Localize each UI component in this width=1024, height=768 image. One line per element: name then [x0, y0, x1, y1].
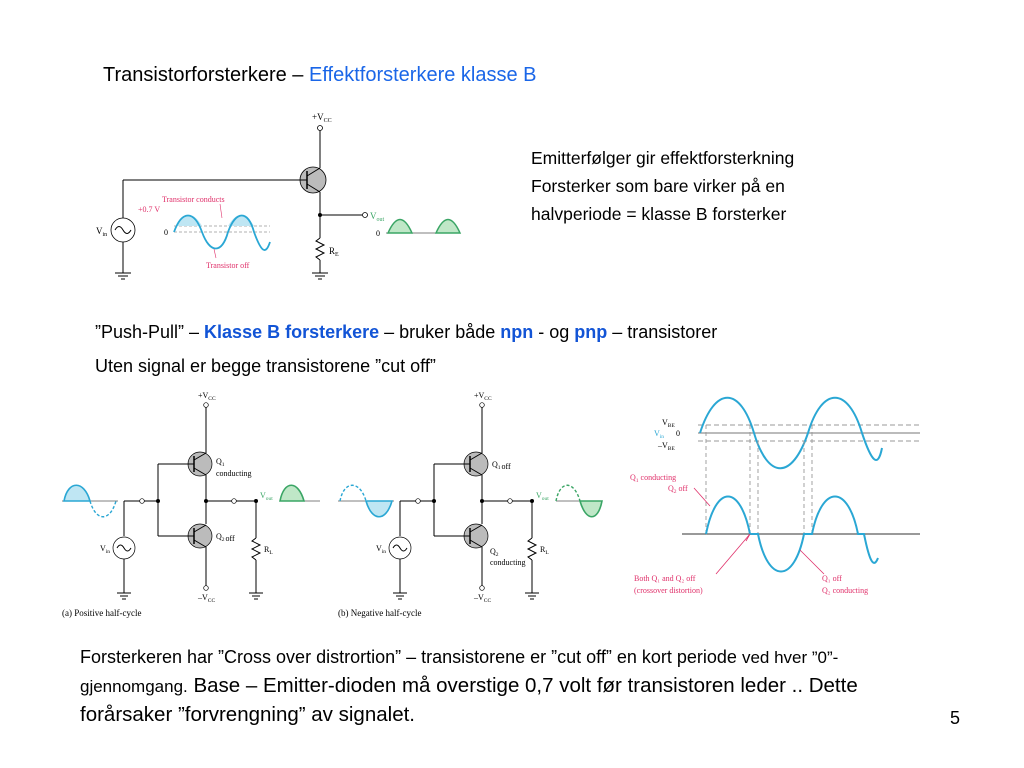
push-pull-positive-figure: +VCC Q1 conducting Q2off –VCC Vin Vout R…	[62, 391, 320, 618]
q1-label: Q1	[216, 457, 225, 468]
caption-a: (a) Positive half-cycle	[62, 608, 141, 618]
pushpull-text: - og	[533, 322, 575, 342]
title-highlight: Effektforsterkere klasse B	[309, 64, 537, 86]
resistor-rl-icon	[250, 537, 262, 561]
bottom-paragraph: Forsterkeren har ”Cross over distrortion…	[80, 643, 950, 729]
description-line: Forsterker som bare virker på en	[531, 176, 785, 196]
vout-label: Vout	[260, 491, 273, 502]
pushpull-text: – transistorer	[607, 322, 718, 342]
crossover-label: (crossover distortion)	[634, 586, 703, 595]
pushpull-line: ”Push-Pull” – Klasse B forsterkere – bru…	[95, 322, 717, 343]
bottom-text-large: Base – Emitter-dioden må overstige 0,7 v…	[80, 674, 858, 726]
description-line: Emitterfølger gir effektforsterkning	[531, 148, 795, 168]
q2-label: Q2	[490, 547, 499, 558]
rl-label: RL	[264, 545, 273, 556]
q1-label: Q1off	[492, 460, 511, 471]
pushpull-text: – bruker både	[379, 322, 501, 342]
vcc-bot-label: –VCC	[473, 593, 491, 604]
push-pull-negative-figure: +VCC Q1off Q2 conducting –VCC Vin Vout R…	[338, 391, 603, 618]
description: Emitterfølger gir effektforsterkning For…	[531, 144, 794, 228]
crossover-waveform-figure: VBE Vin 0 –VBE Q1 conducting Q2 off Both…	[630, 396, 920, 595]
vcc-bot-label: –VCC	[197, 593, 215, 604]
resistor-re-icon	[314, 237, 326, 261]
vbe-label: VBE	[662, 418, 675, 429]
title-text: Transistorforsterkere –	[103, 64, 309, 86]
class-b-highlight: Klasse B forsterkere	[204, 322, 380, 342]
q1-state: conducting	[216, 469, 252, 478]
bottom-text-small: ved hver ”0”- gjennomgang.	[80, 648, 839, 696]
pnp-highlight: pnp	[574, 322, 608, 342]
transistor-conducts-label: Transistor conducts	[162, 195, 225, 204]
q1-off-label: Q₁ off	[822, 574, 842, 583]
emitter-follower-figure: +VCC Vin +0.7 V Transistor conducts 0 Tr…	[96, 112, 462, 280]
vout-label: Vout	[536, 491, 549, 502]
vin-label: Vin	[96, 226, 107, 238]
vcc-label: +VCC	[312, 112, 332, 124]
zero-label: 0	[676, 429, 680, 438]
both-off-label: Both Q₁ and Q₂ off	[634, 574, 696, 583]
zero-out-label: 0	[376, 229, 380, 238]
cutoff-line: Uten signal er begge transistorene ”cut …	[95, 356, 436, 376]
output-wave	[705, 495, 879, 573]
npn-highlight: npn	[500, 322, 534, 342]
rl-label: RL	[540, 545, 549, 556]
pushpull-text: ”Push-Pull” –	[95, 322, 205, 342]
q2-off-label: Q2 off	[668, 484, 688, 495]
vcc-top-label: +VCC	[474, 391, 492, 402]
q2-state: conducting	[490, 558, 526, 567]
resistor-rl-icon	[526, 537, 538, 561]
transistor-off-label: Transistor off	[206, 261, 250, 270]
slide-title: Transistorforsterkere – Effektforsterker…	[103, 64, 537, 87]
vout-label: Vout	[370, 211, 385, 223]
page-number: 5	[950, 708, 961, 728]
q2-label: Q2off	[216, 532, 235, 543]
q1-conducting-label: Q1 conducting	[630, 473, 676, 484]
vin-label: Vin	[376, 544, 386, 555]
re-label: RE	[329, 246, 339, 258]
plus07-label: +0.7 V	[138, 205, 160, 214]
vin-label: Vin	[654, 429, 664, 440]
q2-conducting-label: Q₂ conducting	[822, 586, 868, 595]
description-line: halvperiode = klasse B forsterker	[531, 204, 787, 224]
neg-vbe-label: –VBE	[657, 441, 675, 452]
vcc-top-label: +VCC	[198, 391, 216, 402]
bottom-text: Forsterkeren har ”Cross over distrortion…	[80, 647, 742, 667]
vin-label: Vin	[100, 544, 110, 555]
caption-b: (b) Negative half-cycle	[338, 608, 421, 618]
zero-label: 0	[164, 228, 168, 237]
